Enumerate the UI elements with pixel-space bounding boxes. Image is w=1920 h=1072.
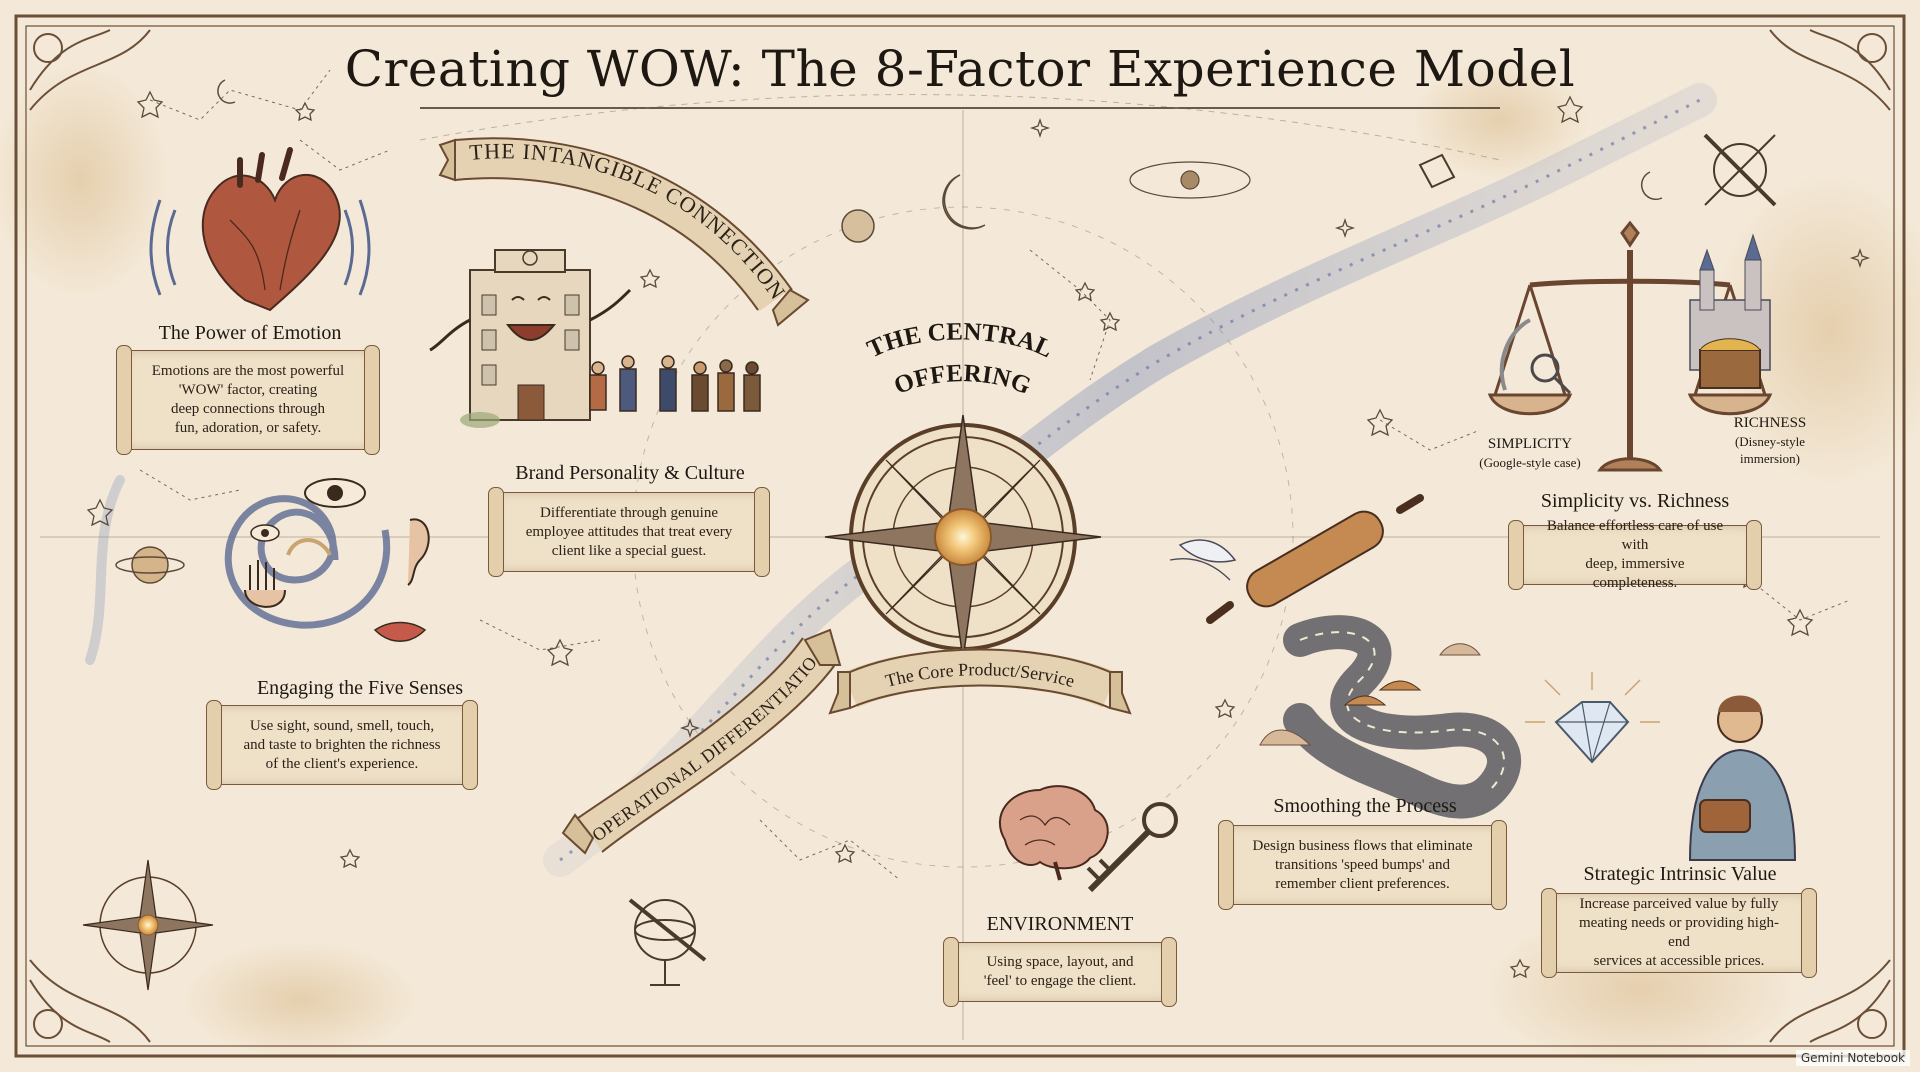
value-line: services at accessible prices.	[1593, 953, 1765, 969]
astrolabe-icon	[628, 898, 707, 986]
simplicity-label: SIMPLICITY	[1487, 436, 1573, 452]
planet-icon	[115, 161, 1251, 584]
center-title-line2: OFFERING	[890, 360, 1034, 400]
process-heading: Smoothing the Process	[1273, 795, 1457, 817]
process-line: transitions 'speed bumps' and	[1275, 856, 1450, 873]
page-title: Creating WOW: The 8-Factor Experience Mo…	[344, 40, 1576, 98]
emotion-heading: The Power of Emotion	[158, 322, 342, 344]
emotion-scroll: Emotions are the most powerful 'WOW' fac…	[116, 345, 380, 455]
ornamental-border	[14, 14, 1906, 1058]
brain-icon	[999, 785, 1109, 881]
richness-label: RICHNESS	[1733, 415, 1807, 431]
swirl-senses-icon	[224, 478, 430, 642]
process-line: remember client preferences.	[1275, 875, 1450, 892]
emotion-line: Emotions are the most powerful	[151, 363, 345, 379]
core-ribbon	[828, 648, 1132, 715]
diamond-icon	[1525, 672, 1660, 764]
winding-road-icon	[1259, 615, 1522, 819]
watermark: Gemini Notebook	[1795, 1050, 1910, 1066]
emotion-line: fun, adoration, or safety.	[174, 420, 322, 436]
richness-sub-2: immersion)	[1740, 451, 1800, 466]
moon-icon	[217, 79, 1663, 230]
value-scroll: Increase parceived value by fully meatin…	[1541, 888, 1817, 978]
key-icon	[1086, 802, 1178, 893]
environment-scroll: Using space, layout, and 'feel' to engag…	[943, 937, 1177, 1007]
smiling-building-icon	[429, 249, 761, 428]
brand-line: client like a special guest.	[551, 542, 707, 559]
value-line: Increase parceived value by fully	[1579, 896, 1779, 912]
emotion-line: 'WOW' factor, creating	[178, 382, 318, 398]
richness-sub-1: (Disney-style	[1734, 434, 1806, 449]
brand-line: Differentiate through genuine	[540, 504, 718, 521]
intangible-ribbon	[438, 137, 810, 327]
simplicity-line: Balance effortless care of use with	[1546, 518, 1724, 553]
constellations	[139, 69, 1851, 881]
operational-ribbon	[561, 628, 842, 855]
simplicity-heading: Simplicity vs. Richness	[1540, 490, 1730, 512]
brand-scroll: Differentiate through genuine employee a…	[488, 487, 770, 577]
process-scroll: Design business flows that eliminate tra…	[1218, 820, 1507, 910]
brand-line: employee attitudes that treat every	[525, 523, 733, 540]
compass-rose-icon	[824, 414, 1102, 660]
small-compass-icon	[82, 859, 214, 991]
environment-line: 'feel' to engage the client.	[983, 973, 1137, 989]
senses-scroll: Use sight, sound, smell, touch, and tast…	[206, 700, 478, 790]
simplicity-line: deep, immersive completeness.	[1585, 556, 1685, 591]
brand-heading: Brand Personality & Culture	[515, 462, 745, 484]
value-heading: Strategic Intrinsic Value	[1583, 863, 1777, 885]
center-title-line1: THE CENTRAL	[863, 318, 1057, 363]
environment-heading: ENVIRONMENT	[986, 913, 1134, 935]
person-wallet-icon	[1688, 695, 1797, 861]
emotion-line: deep connections through	[170, 401, 326, 417]
castle-icon	[1689, 233, 1771, 389]
senses-line: of the client's experience.	[265, 755, 419, 772]
process-line: Design business flows that eliminate	[1252, 837, 1473, 854]
environment-line: Using space, layout, and	[986, 954, 1134, 970]
heart-icon	[149, 147, 371, 312]
senses-line: and taste to brighten the richness	[243, 736, 441, 753]
armillary-icon	[1418, 133, 1777, 207]
milky-way-river	[85, 83, 1717, 877]
senses-line: Use sight, sound, smell, touch,	[249, 717, 435, 734]
winged-rolling-pin-icon	[1169, 494, 1424, 624]
simplicity-sub: (Google-style case)	[1479, 455, 1581, 470]
simplicity-scroll: Balance effortless care of use with deep…	[1508, 518, 1762, 591]
senses-heading: Engaging the Five Senses	[256, 677, 464, 699]
value-line: meating needs or providing high-end	[1579, 915, 1779, 950]
